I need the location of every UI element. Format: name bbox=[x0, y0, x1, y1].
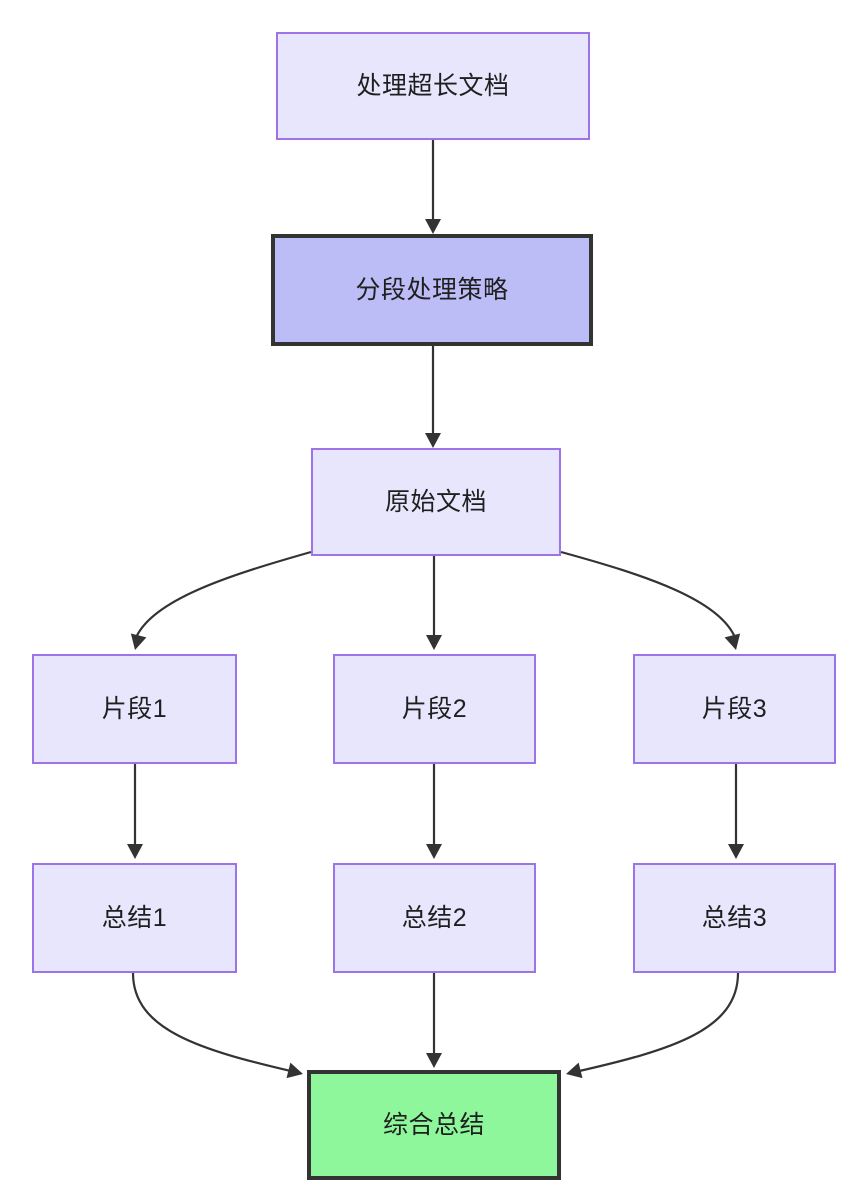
flow-node-label: 处理超长文档 bbox=[356, 72, 510, 100]
flow-node-n2[interactable]: 分段处理策略 bbox=[271, 234, 593, 346]
flow-edge-e3 bbox=[133, 550, 312, 641]
flow-arrowhead-a9 bbox=[286, 1062, 303, 1079]
flow-edge-e11 bbox=[574, 972, 740, 1074]
flow-arrowhead-a4 bbox=[426, 635, 442, 650]
flow-node-label: 原始文档 bbox=[384, 488, 487, 516]
flow-node-label: 总结1 bbox=[101, 904, 168, 932]
flow-node-label: 片段3 bbox=[701, 695, 768, 723]
flow-node-n8[interactable]: 总结2 bbox=[333, 863, 536, 973]
flow-arrowhead-a7 bbox=[426, 844, 442, 859]
flow-node-n3[interactable]: 原始文档 bbox=[311, 448, 561, 556]
flow-arrowhead-a1 bbox=[425, 219, 441, 234]
flow-node-n5[interactable]: 片段2 bbox=[333, 654, 536, 764]
flow-edge-e9 bbox=[131, 972, 296, 1074]
flow-node-n9[interactable]: 总结3 bbox=[633, 863, 836, 973]
flow-arrowhead-a11 bbox=[566, 1062, 583, 1079]
flow-node-n4[interactable]: 片段1 bbox=[32, 654, 237, 764]
flow-node-label: 片段2 bbox=[401, 695, 468, 723]
flow-arrowhead-a8 bbox=[728, 844, 744, 859]
flow-node-label: 总结2 bbox=[401, 904, 468, 932]
flow-node-label: 片段1 bbox=[101, 695, 168, 723]
flow-node-n10[interactable]: 综合总结 bbox=[307, 1070, 561, 1180]
arrowhead-group bbox=[127, 219, 744, 1079]
flow-arrowhead-a2 bbox=[425, 433, 441, 448]
flow-node-n7[interactable]: 总结1 bbox=[32, 863, 237, 973]
flow-node-label: 总结3 bbox=[701, 904, 768, 932]
flow-arrowhead-a3 bbox=[130, 633, 147, 650]
flow-arrowhead-a6 bbox=[127, 844, 143, 859]
flow-node-label: 分段处理策略 bbox=[355, 276, 509, 304]
flow-arrowhead-a10 bbox=[426, 1053, 442, 1068]
flow-node-label: 综合总结 bbox=[382, 1111, 485, 1139]
flow-arrowhead-a5 bbox=[724, 633, 741, 650]
flow-node-n1[interactable]: 处理超长文档 bbox=[276, 32, 590, 140]
flow-node-n6[interactable]: 片段3 bbox=[633, 654, 836, 764]
flow-edge-e5 bbox=[560, 550, 738, 641]
edge-group bbox=[131, 140, 740, 1074]
